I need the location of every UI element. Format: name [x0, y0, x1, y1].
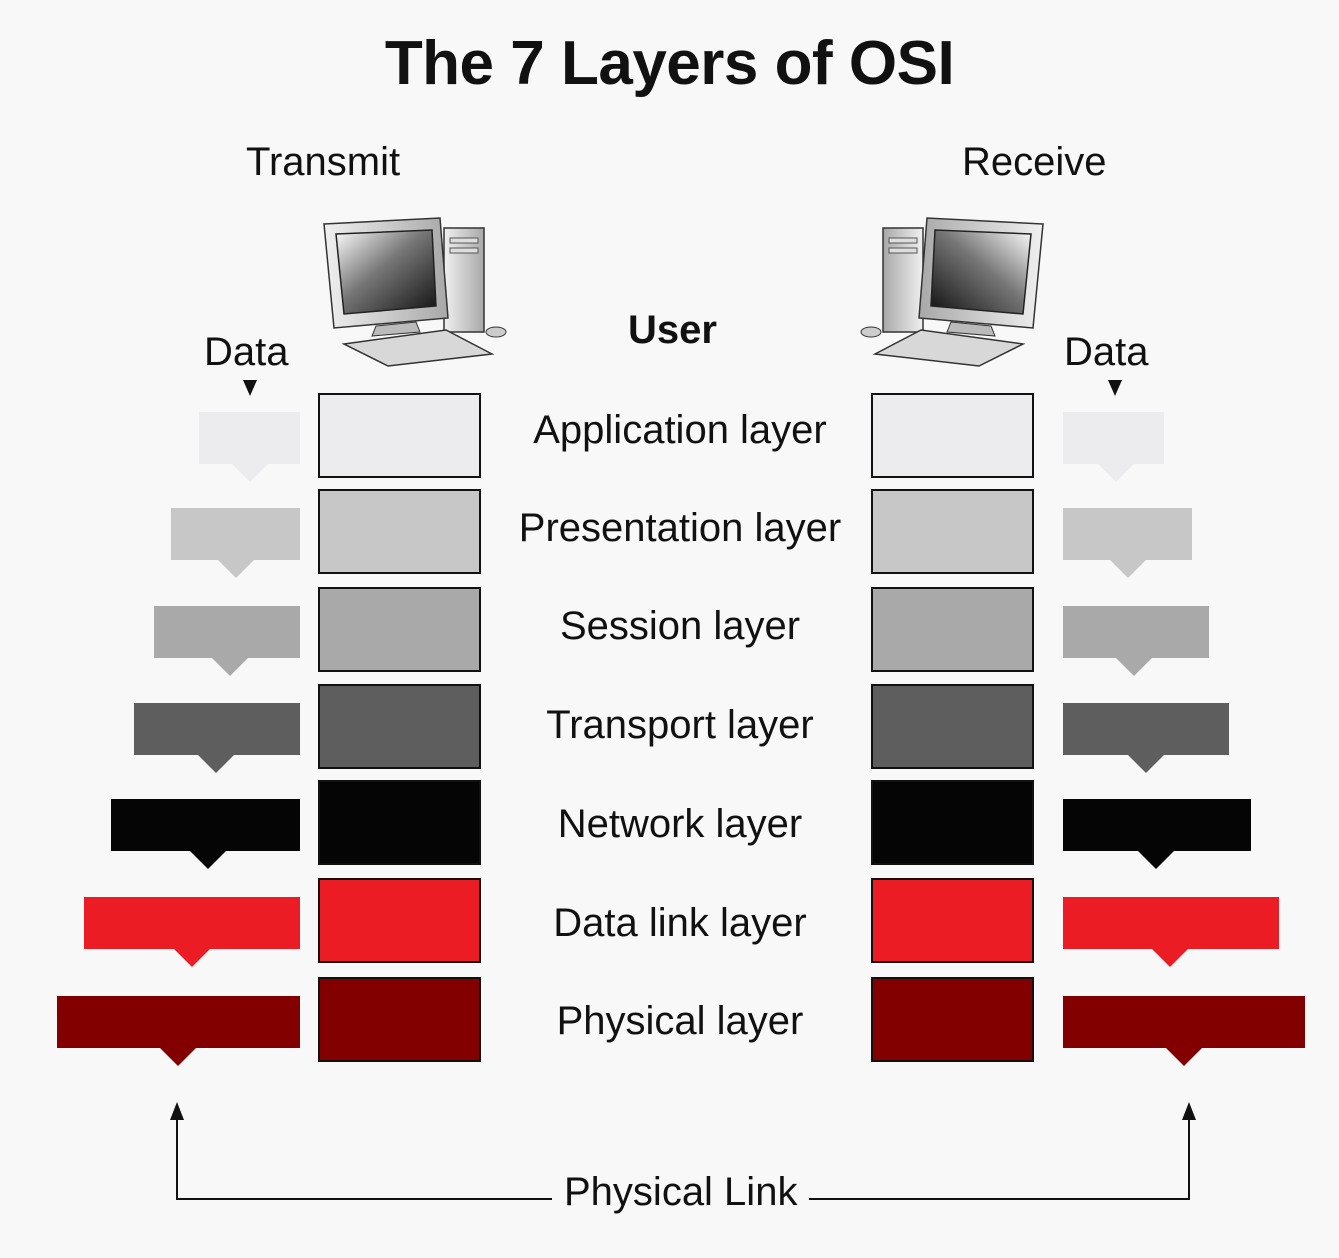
transmit-data-flag — [84, 897, 300, 949]
receive-label: Receive — [962, 140, 1107, 184]
receive-data-flag-tip — [1152, 949, 1188, 967]
desktop-computer-icon — [860, 217, 1044, 367]
receive-data-flag-tip — [1128, 755, 1164, 773]
receive-layer-box — [871, 587, 1034, 672]
receive-layer-box — [871, 684, 1034, 769]
receive-data-flag — [1063, 508, 1192, 560]
arrow-up-icon — [1182, 1102, 1196, 1120]
receive-data-flag — [1063, 799, 1251, 851]
layer-label: Application layer — [533, 408, 827, 452]
transmit-data-flag-tip — [198, 755, 234, 773]
receive-data-flag-tip — [1110, 560, 1146, 578]
layer-label: Session layer — [559, 604, 801, 648]
transmit-data-flag-tip — [212, 658, 248, 676]
transmit-data-flag — [199, 412, 300, 464]
receive-layer-box — [871, 878, 1034, 963]
receive-data-flag — [1063, 703, 1229, 755]
layer-label: Data link layer — [553, 901, 807, 945]
diagram-title: The 7 Layers of OSI — [384, 29, 955, 98]
receive-data-flag-tip — [1166, 1048, 1202, 1066]
layer-label: Transport layer — [546, 703, 814, 747]
receive-data-flag-tip — [1138, 851, 1174, 869]
transmit-data-flag-tip — [160, 1048, 196, 1066]
transmit-data-flag — [171, 508, 300, 560]
receive-data-flag — [1063, 606, 1209, 658]
data-label-left: Data — [204, 330, 289, 374]
transmit-data-flag — [57, 996, 300, 1048]
layer-label: Physical layer — [556, 999, 804, 1043]
transmit-data-flag — [111, 799, 300, 851]
data-label-right: Data — [1064, 330, 1149, 374]
data-arrow-down-icon — [243, 380, 257, 396]
transmit-layer-box — [318, 393, 481, 478]
transmit-data-flag-tip — [218, 560, 254, 578]
transmit-layer-box — [318, 489, 481, 574]
receive-data-flag — [1063, 412, 1164, 464]
transmit-layer-box — [318, 684, 481, 769]
transmit-layer-box — [318, 780, 481, 865]
receive-data-flag — [1063, 897, 1279, 949]
transmit-data-flag — [134, 703, 300, 755]
data-arrow-down-icon — [1108, 380, 1122, 396]
link-line-left — [176, 1118, 178, 1200]
receive-data-flag — [1063, 996, 1305, 1048]
receive-data-flag-tip — [1116, 658, 1152, 676]
transmit-data-flag-tip — [232, 464, 268, 482]
physical-link-label: Physical Link — [552, 1170, 810, 1215]
receive-data-flag-tip — [1098, 464, 1134, 482]
layer-label: Network layer — [557, 802, 803, 846]
layer-label: Presentation layer — [518, 506, 842, 550]
arrow-up-icon — [170, 1102, 184, 1120]
transmit-data-flag — [154, 606, 300, 658]
receive-layer-box — [871, 977, 1034, 1062]
desktop-computer-icon — [323, 217, 507, 367]
transmit-layer-box — [318, 587, 481, 672]
user-label: User — [628, 308, 717, 352]
link-line-right — [1188, 1118, 1190, 1200]
transmit-data-flag-tip — [174, 949, 210, 967]
receive-layer-box — [871, 393, 1034, 478]
transmit-layer-box — [318, 977, 481, 1062]
transmit-layer-box — [318, 878, 481, 963]
transmit-data-flag-tip — [190, 851, 226, 869]
receive-layer-box — [871, 489, 1034, 574]
transmit-label: Transmit — [246, 140, 401, 184]
receive-layer-box — [871, 780, 1034, 865]
